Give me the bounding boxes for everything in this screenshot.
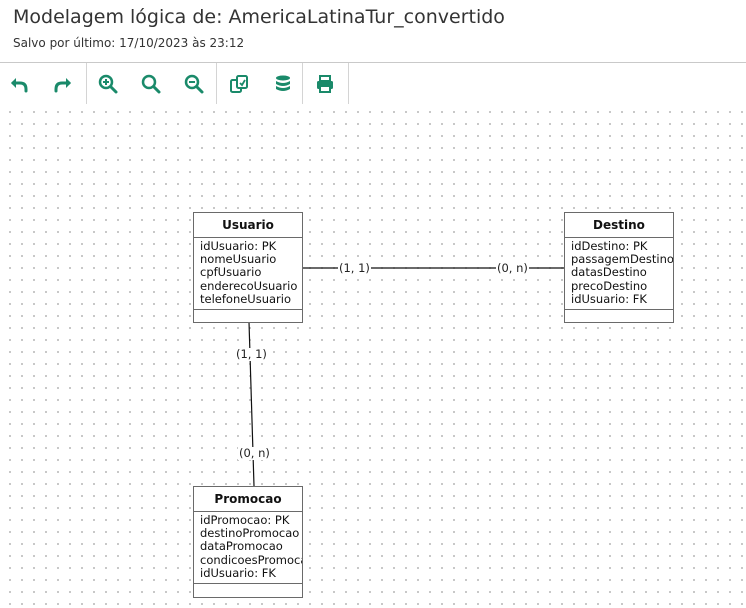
zoom-in-button[interactable] bbox=[94, 70, 122, 98]
attribute: passagemDestino bbox=[571, 252, 673, 267]
model-group bbox=[216, 63, 303, 104]
entity-destino[interactable]: Destino idDestino: PK passagemDestino da… bbox=[564, 212, 674, 323]
attribute: idUsuario: FK bbox=[200, 565, 276, 580]
entity-attributes: idPromocao: PK destinoPromocao dataPromo… bbox=[194, 512, 302, 584]
entity-attributes: idDestino: PK passagemDestino datasDesti… bbox=[565, 238, 673, 310]
zoom-in-icon bbox=[97, 73, 119, 95]
cardinality-usuario-to-destino[interactable]: (1, 1) bbox=[338, 261, 371, 275]
history-group bbox=[0, 63, 87, 104]
attribute: condicoesPromocao bbox=[200, 552, 302, 567]
attribute: nomeUsuario bbox=[200, 252, 277, 267]
page-title: Modelagem lógica de: AmericaLatinaTur_co… bbox=[13, 6, 505, 28]
attribute: destinoPromocao bbox=[200, 526, 300, 541]
redo-button[interactable] bbox=[49, 70, 77, 98]
zoom-out-icon bbox=[183, 73, 205, 95]
redo-icon bbox=[52, 73, 74, 95]
attribute: idUsuario: FK bbox=[571, 291, 647, 306]
zoom-reset-icon bbox=[140, 73, 162, 95]
relationship-lines bbox=[248, 267, 564, 487]
attribute: datasDestino bbox=[571, 265, 647, 280]
entity-attributes: idUsuario: PK nomeUsuario cpfUsuario end… bbox=[194, 238, 302, 310]
print-group bbox=[302, 63, 349, 104]
zoom-reset-button[interactable] bbox=[137, 70, 165, 98]
zoom-out-button[interactable] bbox=[180, 70, 208, 98]
database-button[interactable] bbox=[269, 70, 297, 98]
attribute: dataPromocao bbox=[200, 539, 283, 554]
entity-promocao[interactable]: Promocao idPromocao: PK destinoPromocao … bbox=[193, 486, 303, 598]
cardinality-promocao-from-usuario[interactable]: (0, n) bbox=[238, 446, 271, 460]
convert-copy-icon bbox=[228, 73, 250, 95]
attribute: enderecoUsuario bbox=[200, 278, 298, 293]
attribute: idUsuario: PK bbox=[200, 239, 277, 253]
zoom-group bbox=[86, 63, 217, 104]
undo-button[interactable] bbox=[5, 70, 33, 98]
document-header: Modelagem lógica de: AmericaLatinaTur_co… bbox=[0, 0, 746, 62]
entity-usuario[interactable]: Usuario idUsuario: PK nomeUsuario cpfUsu… bbox=[193, 212, 303, 323]
entity-title: Promocao bbox=[194, 487, 302, 512]
attribute: idDestino: PK bbox=[571, 239, 648, 253]
print-button[interactable] bbox=[311, 70, 339, 98]
print-icon bbox=[314, 73, 336, 95]
attribute: idPromocao: PK bbox=[200, 513, 290, 527]
undo-icon bbox=[8, 73, 30, 95]
attribute: precoDestino bbox=[571, 278, 648, 293]
cardinality-usuario-to-promocao[interactable]: (1, 1) bbox=[235, 347, 268, 361]
attribute: telefoneUsuario bbox=[200, 291, 292, 306]
convert-model-button[interactable] bbox=[225, 70, 253, 98]
database-icon bbox=[272, 73, 294, 95]
diagram-canvas[interactable]: Usuario idUsuario: PK nomeUsuario cpfUsu… bbox=[0, 104, 746, 608]
attribute: cpfUsuario bbox=[200, 265, 262, 280]
toolbar bbox=[0, 62, 746, 105]
cardinality-destino-from-usuario[interactable]: (0, n) bbox=[496, 261, 529, 275]
entity-title: Usuario bbox=[194, 213, 302, 238]
entity-title: Destino bbox=[565, 213, 673, 238]
last-saved-status: Salvo por último: 17/10/2023 às 23:12 bbox=[13, 36, 245, 50]
